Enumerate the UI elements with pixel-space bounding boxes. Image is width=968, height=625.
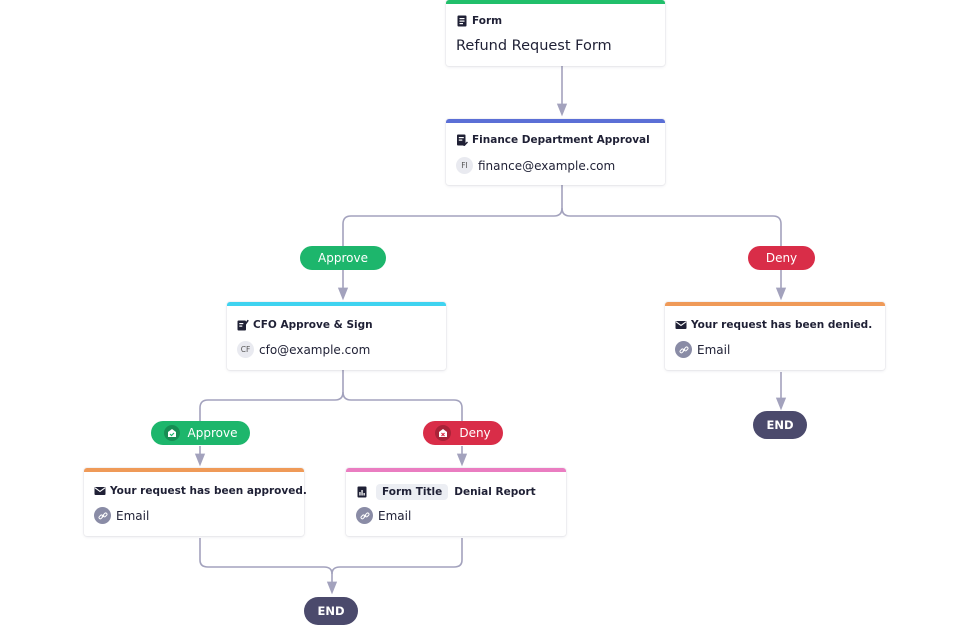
envelope-icon [675, 321, 687, 329]
link-icon [356, 507, 373, 524]
denied-node-bar [665, 302, 885, 306]
approval-icon [457, 134, 468, 146]
connector-cfo-split [199, 370, 344, 421]
approved-node-bar [84, 468, 304, 472]
envelope-icon [94, 487, 106, 495]
finance-node-bar [446, 119, 665, 123]
approve-branch-pill[interactable]: Approve [300, 246, 386, 270]
finance-node-title: Finance Department Approval [472, 134, 650, 146]
branch-icon [435, 425, 452, 441]
form-node-type: Form [472, 15, 503, 27]
denied-email-node[interactable]: Your request has been denied. Email [665, 302, 885, 370]
report-node-bar [346, 468, 566, 472]
approved-email-node[interactable]: Your request has been approved. Email [84, 468, 307, 536]
link-icon [94, 507, 111, 524]
connector-finance-split [342, 184, 563, 246]
cfo-node-bar [227, 302, 446, 306]
end-node-right[interactable]: END [753, 411, 807, 439]
deny-branch-pill[interactable]: Deny [748, 246, 815, 270]
end-node-bottom[interactable]: END [304, 597, 358, 625]
sign-icon [237, 319, 249, 331]
finance-node-email: finance@example.com [478, 158, 616, 173]
avatar: FI [456, 157, 473, 174]
avatar: CF [237, 341, 254, 358]
form-icon [457, 15, 467, 27]
connector-report-end [331, 538, 463, 575]
form-title-tag: Form Title [376, 484, 449, 500]
form-node-bar [446, 0, 665, 4]
report-node-channel: Email [378, 508, 412, 523]
cfo-node-email: cfo@example.com [259, 342, 371, 357]
cfo-node-title: CFO Approve & Sign [253, 319, 373, 331]
denied-node-title: Your request has been denied. [691, 319, 873, 331]
connector-finance-deny [561, 207, 782, 246]
approved-node-channel: Email [116, 508, 150, 523]
connector-approved-end [199, 538, 338, 595]
cfo-approve-sign-node[interactable]: CFO Approve & Sign CF cfo@example.com [227, 302, 446, 370]
approved-node-title: Your request has been approved. [110, 485, 307, 497]
finance-approval-node[interactable]: Finance Department Approval FI finance@e… [446, 119, 665, 185]
cfo-approve-branch-pill[interactable]: Approve [151, 421, 250, 445]
link-icon [675, 341, 692, 358]
report-icon [357, 486, 367, 498]
form-node-title: Refund Request Form [456, 38, 612, 54]
denial-report-node[interactable]: Form Title Denial Report Email [346, 468, 566, 536]
branch-icon [163, 425, 180, 441]
report-node-title: Denial Report [454, 486, 536, 498]
form-node[interactable]: Form Refund Request Form [446, 0, 665, 66]
connector-cfo-deny [342, 391, 463, 421]
cfo-deny-branch-pill[interactable]: Deny [423, 421, 503, 445]
denied-node-channel: Email [697, 342, 731, 357]
